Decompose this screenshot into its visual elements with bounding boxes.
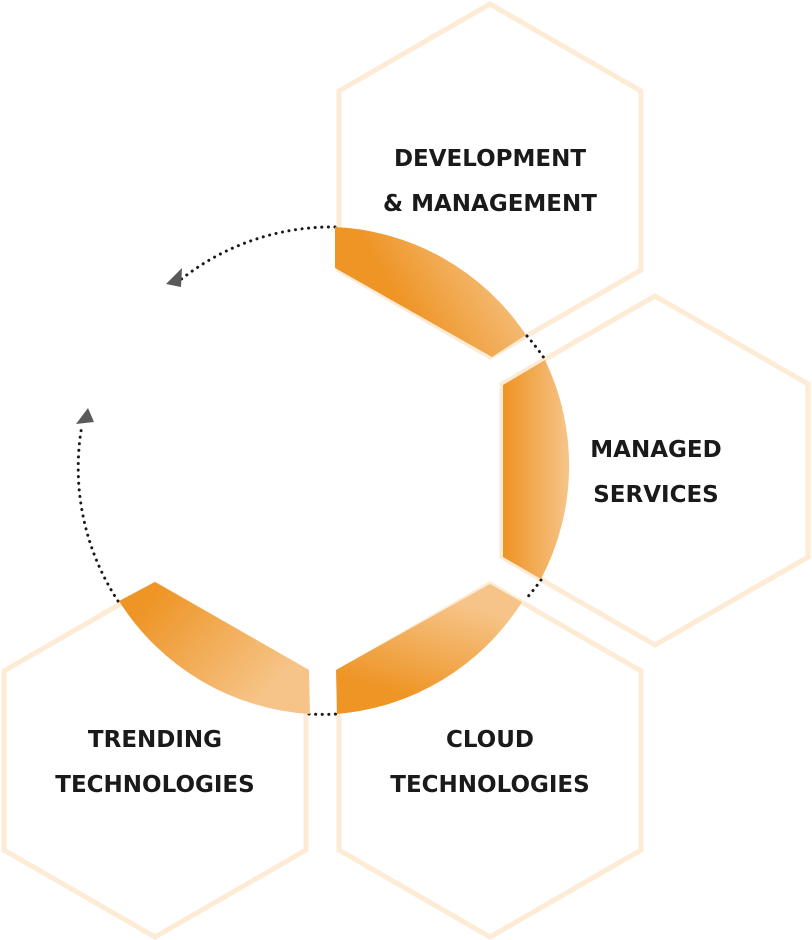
arrowhead-icon [76,408,94,424]
label-trending-technologies: TRENDING TECHNOLOGIES [55,727,254,798]
segment-managed-services [503,360,570,579]
cycle-dotted-lines [76,225,546,716]
label-line: CLOUD [446,727,534,753]
label-line: & MANAGEMENT [383,191,597,217]
label-line: SERVICES [593,482,719,508]
dotted-arc-left [76,423,120,603]
label-cloud-technologies: CLOUD TECHNOLOGIES [390,727,589,798]
segment-trending-technologies [119,582,310,714]
label-line: TRENDING [88,727,222,753]
dotted-arc-right-upper [525,334,546,360]
hexagon-managed-services [499,293,811,648]
ring-segments [119,227,570,714]
label-line: TECHNOLOGIES [390,772,589,798]
label-managed-services: MANAGED SERVICES [590,437,721,508]
dotted-arc-right-lower [523,578,543,602]
label-development-management: DEVELOPMENT & MANAGEMENT [383,146,597,217]
label-line: DEVELOPMENT [394,146,586,172]
hexagon-development-management [336,1,644,360]
segment-cloud-technologies [336,584,522,714]
dotted-arc-top [177,225,337,283]
segment-development-management [335,227,526,357]
label-line: TECHNOLOGIES [55,772,254,798]
label-line: MANAGED [590,437,721,463]
arrowhead-icon [166,268,182,287]
